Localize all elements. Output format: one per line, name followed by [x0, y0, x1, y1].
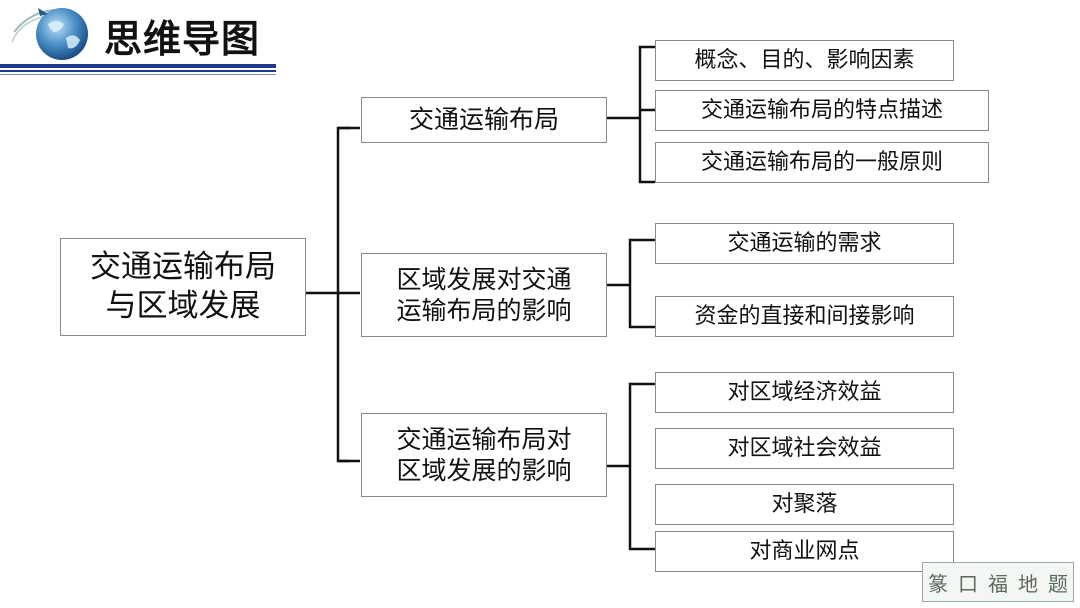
branch-label: 交通运输布局	[408, 105, 559, 135]
branch-label-line1: 交通运输布局对	[396, 424, 572, 454]
watermark-char: 题	[1048, 571, 1068, 596]
leaf-label: 对区域经济效益	[727, 379, 882, 405]
watermark-char: 口	[958, 571, 978, 596]
header-rule	[0, 64, 276, 68]
watermark-char: 地	[1018, 571, 1038, 596]
leaf-node: 对区域经济效益	[655, 372, 954, 413]
header-rule	[0, 74, 276, 75]
branch-node-development-impact: 交通运输布局对 区域发展的影响	[361, 413, 607, 497]
leaf-node: 对区域社会效益	[655, 428, 954, 469]
leaf-label: 交通运输布局的一般原则	[700, 149, 943, 175]
leaf-label: 交通运输的需求	[727, 230, 882, 256]
slide-header: 思维导图	[0, 0, 1080, 80]
leaf-node: 资金的直接和间接影响	[655, 296, 954, 337]
branch-node-regional-impact: 区域发展对交通 运输布局的影响	[361, 253, 607, 337]
leaf-node: 对商业网点	[655, 531, 954, 572]
watermark-stamp: 篆 口 福 地 题	[922, 562, 1074, 602]
leaf-label: 对商业网点	[749, 538, 860, 564]
leaf-node: 对聚落	[655, 484, 954, 525]
leaf-node: 交通运输的需求	[655, 223, 954, 264]
leaf-label: 对聚落	[771, 491, 838, 517]
leaf-label: 交通运输布局的特点描述	[700, 97, 943, 123]
watermark-char: 篆	[928, 571, 948, 596]
mindmap-root-node: 交通运输布局 与区域发展	[60, 238, 306, 336]
globe-logo-icon	[10, 2, 96, 66]
leaf-node: 交通运输布局的一般原则	[655, 142, 989, 183]
leaf-label: 对区域社会效益	[727, 435, 882, 461]
branch-label-line1: 区域发展对交通	[396, 264, 572, 294]
leaf-label: 资金的直接和间接影响	[694, 303, 915, 329]
leaf-node: 交通运输布局的特点描述	[655, 90, 989, 131]
branch-label-line2: 运输布局的影响	[396, 296, 572, 325]
root-label-line2: 与区域发展	[105, 288, 261, 324]
branch-label-line2: 区域发展的影响	[396, 456, 572, 485]
branch-node-layout: 交通运输布局	[361, 97, 607, 143]
leaf-label: 概念、目的、影响因素	[694, 47, 915, 73]
watermark-char: 福	[988, 571, 1008, 596]
header-rule	[0, 70, 276, 72]
page-title: 思维导图	[104, 17, 261, 61]
root-label-line1: 交通运输布局	[90, 249, 276, 286]
leaf-node: 概念、目的、影响因素	[655, 40, 954, 81]
